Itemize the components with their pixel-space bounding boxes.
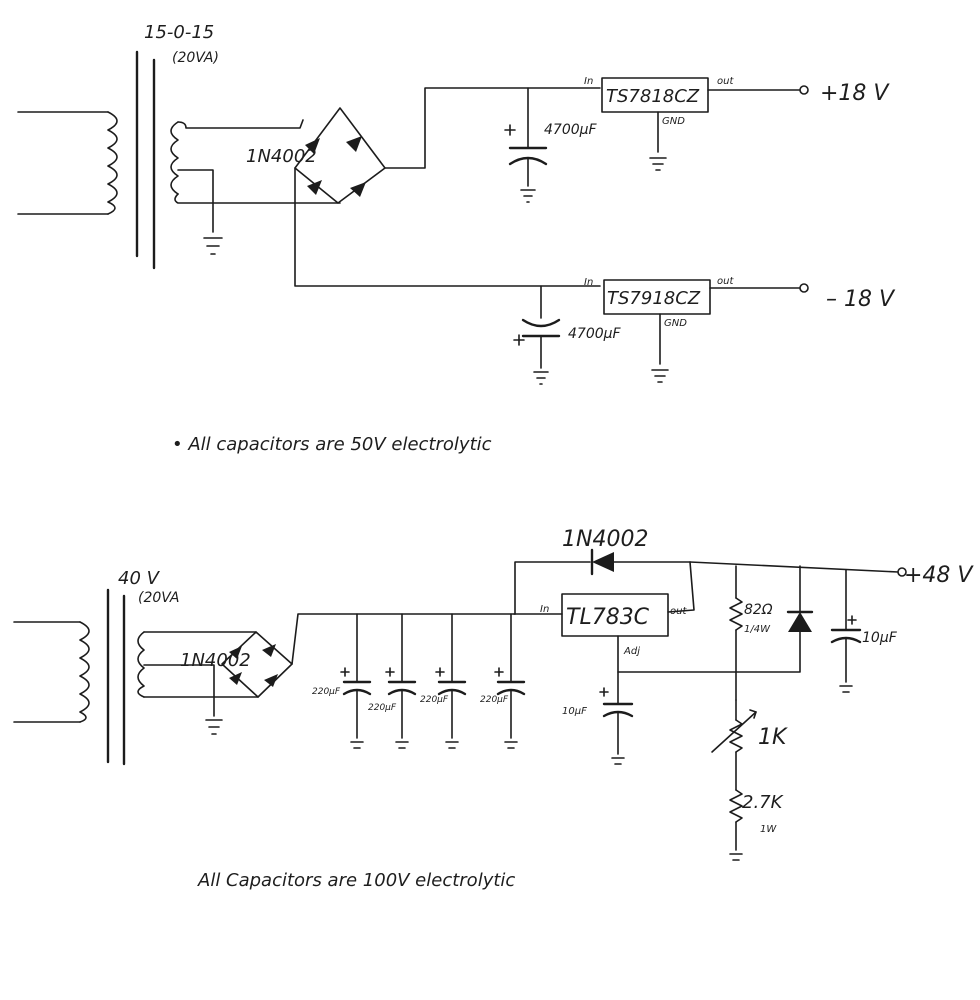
bottom-bridge-rectifier xyxy=(221,613,516,698)
clamp-diode-icon xyxy=(788,612,812,632)
protect-diode-icon xyxy=(592,552,614,572)
top-negative-capacitor xyxy=(513,285,561,385)
out-neg-label: – 18 V xyxy=(826,287,896,312)
protect-diode-and-rail xyxy=(513,548,907,615)
bottom-bridge-diode-1-icon xyxy=(229,646,242,659)
protect-diode-label: 1N4002 xyxy=(562,527,648,552)
out-pos-label: +18 V xyxy=(820,81,890,106)
reg-neg-in: In xyxy=(584,277,593,288)
bottom-note: All Capacitors are 100V electrolytic xyxy=(197,870,515,891)
reg-neg-name: TS7918CZ xyxy=(607,288,701,309)
r1-resistor xyxy=(729,565,743,701)
reg-pos-name: TS7818CZ xyxy=(606,86,700,107)
top-transformer xyxy=(17,50,341,270)
reg-neg-gnd: GND xyxy=(664,318,687,329)
filter-cap-3-label: 220µF xyxy=(420,695,449,705)
reg-pos-out: out xyxy=(717,76,734,87)
r2-label: 2.7K xyxy=(742,792,784,813)
adj-capacitor xyxy=(599,671,634,765)
top-bridge-rectifier xyxy=(294,87,601,287)
filter-cap-2-label: 220µF xyxy=(368,703,397,713)
filter-cap-1 xyxy=(340,613,372,749)
reg-pos-in: In xyxy=(584,76,593,87)
pot-label: 1K xyxy=(758,725,788,750)
adj-cap-label: 10µF xyxy=(562,706,587,717)
bottom-bridge-diode-4-icon xyxy=(264,674,278,687)
reg-name: TL783C xyxy=(566,605,650,630)
bottom-bridge-diode-2-icon xyxy=(262,644,276,657)
bridge-diode-2-icon xyxy=(346,136,362,152)
reg-pos-gnd: GND xyxy=(662,116,685,127)
top-negative-regulator xyxy=(603,279,809,383)
filter-cap-1-label: 220µF xyxy=(312,687,341,697)
top-transformer-rating: 15-0-15 xyxy=(144,22,214,43)
filter-cap-2 xyxy=(385,613,417,749)
clamp-diode xyxy=(735,565,814,673)
top-note: • All capacitors are 50V electrolytic xyxy=(172,434,492,455)
out-cap-label: 10µF xyxy=(862,630,898,646)
filter-cap-3 xyxy=(435,613,467,749)
bottom-bridge-diode-3-icon xyxy=(229,672,242,685)
bottom-transformer-rating: 40 V xyxy=(118,568,161,589)
bridge-diode-4-icon xyxy=(350,182,366,197)
top-cap-neg-label: 4700µF xyxy=(568,326,622,342)
top-cap-pos-label: 4700µF xyxy=(544,122,598,138)
r2-power: 1W xyxy=(760,824,777,835)
r1-power: 1/4W xyxy=(744,624,771,635)
top-positive-capacitor xyxy=(504,87,548,203)
r1-label: 82Ω xyxy=(744,602,773,618)
bottom-bridge-label: 1N4002 xyxy=(180,650,251,671)
filter-cap-4-label: 220µF xyxy=(480,695,509,705)
bottom-transformer-va: (20VA xyxy=(138,590,179,606)
top-diode-label: 1N4002 xyxy=(246,146,317,167)
reg-in: In xyxy=(540,604,549,615)
reg-out: out xyxy=(670,606,687,617)
bridge-diode-3-icon xyxy=(307,180,322,195)
bridge-diode-1-icon xyxy=(305,138,320,154)
reg-adj: Adj xyxy=(623,646,640,657)
r2-resistor xyxy=(729,789,743,861)
reg-neg-out: out xyxy=(717,276,734,287)
pot-1k xyxy=(711,699,757,791)
filter-cap-4 xyxy=(494,613,526,749)
out-capacitor xyxy=(830,569,862,693)
bottom-transformer xyxy=(13,588,259,766)
top-positive-regulator xyxy=(601,77,809,171)
top-transformer-va: (20VA) xyxy=(172,50,219,66)
out-48-label: +48 V xyxy=(904,563,974,588)
